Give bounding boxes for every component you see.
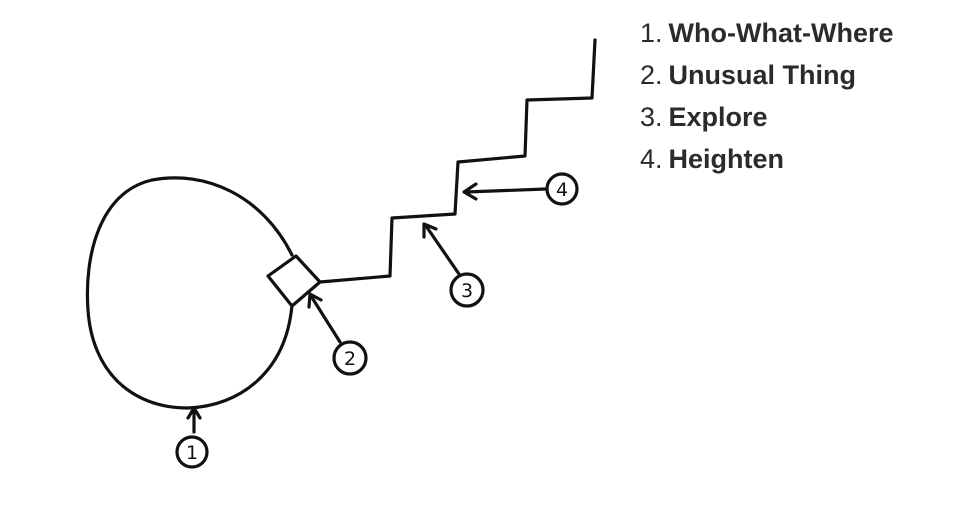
legend-label: Unusual Thing <box>668 60 857 90</box>
callout-circle-2 <box>332 340 368 376</box>
callout-number-1: 1 <box>186 442 198 464</box>
legend-number: 3. <box>640 102 663 132</box>
callout-arrowhead-2 <box>307 292 323 309</box>
platform-circle <box>85 176 294 410</box>
legend-number: 4. <box>640 144 663 174</box>
legend-item-heighten: 4.Heighten <box>640 138 893 180</box>
legend-label: Who-What-Where <box>668 18 894 48</box>
callout-arrow-3 <box>424 224 461 276</box>
legend-label: Explore <box>668 102 768 132</box>
legend-item-explore: 3.Explore <box>640 96 893 138</box>
callout-arrowhead-4 <box>462 182 478 201</box>
legend-item-unusual-thing: 2.Unusual Thing <box>640 54 893 96</box>
callout-number-4: 4 <box>556 179 568 201</box>
escalation-staircase <box>318 38 597 284</box>
legend-item-who-what-where: 1.Who-What-Where <box>640 12 893 54</box>
callout-arrowhead-1 <box>186 406 202 420</box>
legend-number: 1. <box>640 18 663 48</box>
legend-label: Heighten <box>668 144 785 174</box>
callout-circle-1 <box>175 435 209 469</box>
callout-arrowhead-3 <box>422 222 438 239</box>
callout-arrow-2 <box>309 294 342 344</box>
callout-circle-3 <box>449 272 485 308</box>
callout-number-2: 2 <box>344 348 356 370</box>
callout-number-3: 3 <box>461 280 473 302</box>
legend-number: 2. <box>640 60 663 90</box>
callout-arrow-4 <box>464 187 548 194</box>
legend-list: 1.Who-What-Where 2.Unusual Thing 3.Explo… <box>640 12 893 180</box>
